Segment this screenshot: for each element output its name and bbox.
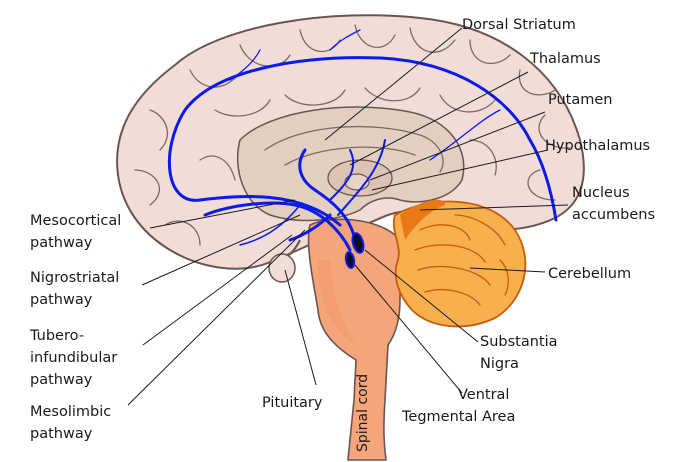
dopamine-pathways bbox=[167, 29, 558, 252]
label-nucleus-accumbens-2: accumbens bbox=[572, 207, 655, 223]
substantia-nigra-nucleus bbox=[351, 232, 365, 254]
cortex-gyri bbox=[134, 24, 571, 246]
nigrostriatal-path bbox=[298, 148, 357, 242]
label-putamen: Putamen bbox=[548, 92, 613, 108]
label-mesolimbic-2: pathway bbox=[30, 426, 93, 442]
label-vta-2: Tegmental Area bbox=[401, 409, 515, 425]
leader-lines bbox=[127, 27, 569, 406]
label-hypothalamus: Hypothalamus bbox=[545, 138, 650, 154]
label-nigrostriatal-1: Nigrostriatal bbox=[30, 270, 119, 286]
midbrain-nuclei bbox=[344, 232, 365, 269]
label-tuberoinfundibular-1: Tubero- bbox=[29, 328, 84, 344]
label-tuberoinfundibular-3: pathway bbox=[30, 372, 93, 388]
label-substantia-nigra-1: Substantia bbox=[480, 334, 558, 350]
label-mesocortical-1: Mesocortical bbox=[30, 213, 121, 229]
label-thalamus: Thalamus bbox=[529, 51, 601, 67]
label-tuberoinfundibular-2: infundibular bbox=[30, 350, 117, 366]
tuberoinfundibular-path bbox=[288, 213, 332, 242]
cerebellum-structure bbox=[392, 199, 527, 328]
label-substantia-nigra-2: Nigra bbox=[480, 356, 519, 372]
mesolimbic-path bbox=[203, 201, 352, 252]
mesocortical-arc bbox=[167, 56, 558, 227]
brain-anatomy: Spinal cord bbox=[116, 14, 585, 461]
label-pituitary: Pituitary bbox=[262, 395, 323, 411]
label-mesocortical-2: pathway bbox=[30, 235, 93, 251]
label-nucleus-accumbens-1: Nucleus bbox=[572, 185, 630, 201]
label-mesolimbic-1: Mesolimbic bbox=[30, 404, 111, 420]
label-dorsal-striatum: Dorsal Striatum bbox=[462, 17, 576, 33]
vta-nucleus bbox=[344, 251, 356, 269]
spinal-cord-label: Spinal cord bbox=[355, 374, 371, 452]
label-cerebellum: Cerebellum bbox=[548, 266, 631, 282]
label-nigrostriatal-2: pathway bbox=[30, 292, 93, 308]
labels: Dorsal Striatum Thalamus Putamen Hypotha… bbox=[29, 17, 655, 442]
label-vta-1: Ventral bbox=[458, 387, 509, 403]
pituitary-structure bbox=[268, 239, 301, 283]
